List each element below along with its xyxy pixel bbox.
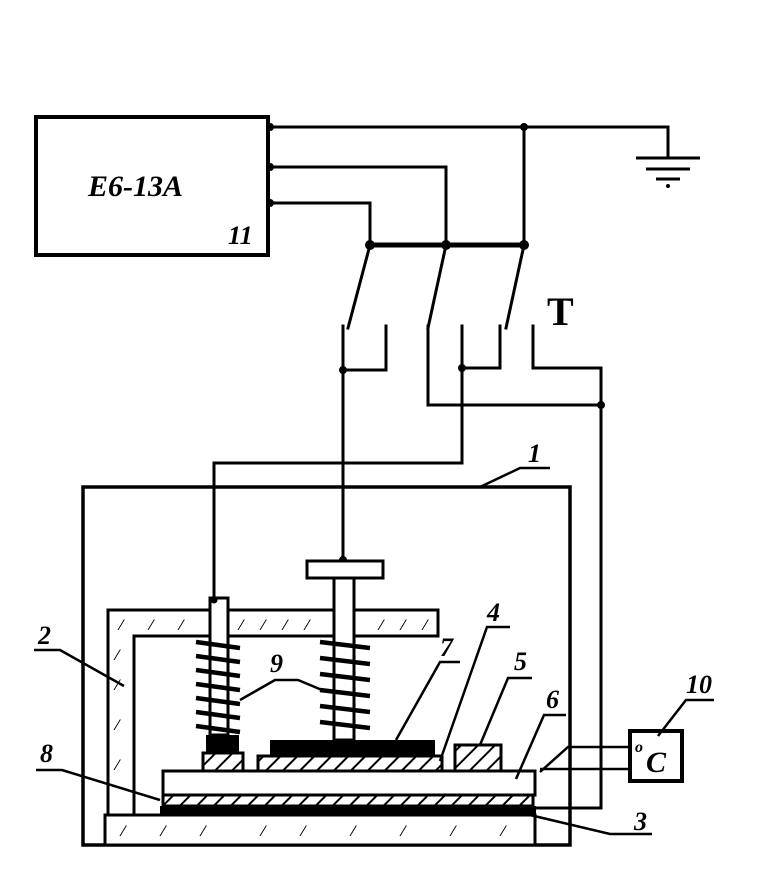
svg-text:⁄: ⁄ [499, 824, 507, 840]
callout-8: 8 [40, 739, 53, 768]
svg-text:⁄: ⁄ [113, 678, 121, 694]
measuring-device: E6-13A 11 [34, 115, 270, 257]
svg-text:⁄: ⁄ [399, 618, 407, 634]
svg-text:⁄: ⁄ [281, 618, 289, 634]
svg-text:⁄: ⁄ [237, 618, 245, 634]
svg-text:⁄: ⁄ [177, 618, 185, 634]
svg-text:⁄: ⁄ [299, 824, 307, 840]
svg-text:⁄: ⁄ [147, 618, 155, 634]
chamber-wires [212, 366, 603, 810]
left-contact-tip [206, 735, 239, 753]
thermometer: o C [539, 729, 684, 783]
device-wires [266, 123, 670, 247]
svg-text:⁄: ⁄ [259, 618, 267, 634]
callout-7: 7 [440, 633, 454, 662]
svg-text:⁄: ⁄ [421, 618, 429, 634]
central-probe [305, 559, 385, 742]
left-spring [195, 639, 241, 735]
svg-text:⁄: ⁄ [117, 618, 125, 634]
callout-2: 2 [37, 621, 51, 650]
svg-text:⁄: ⁄ [259, 824, 267, 840]
film-layer [256, 754, 444, 773]
heater-plate [161, 769, 537, 797]
svg-text:⁄: ⁄ [399, 824, 407, 840]
svg-text:⁄: ⁄ [349, 824, 357, 840]
bottom-electrode [160, 806, 536, 815]
central-spring [319, 639, 371, 731]
svg-text:⁄: ⁄ [113, 648, 121, 664]
degree-sign: o [635, 739, 643, 756]
device-number: 11 [228, 221, 253, 250]
svg-text:⁄: ⁄ [199, 824, 207, 840]
callout-9: 9 [270, 649, 283, 678]
top-electrode [270, 740, 435, 756]
callout-6: 6 [546, 685, 559, 714]
switch-assembly: T [339, 240, 605, 810]
callout-4: 4 [486, 598, 500, 627]
svg-text:⁄: ⁄ [159, 824, 167, 840]
svg-text:⁄: ⁄ [449, 824, 457, 840]
callouts: 1 2 3 4 5 6 7 8 9 10 [34, 439, 714, 836]
svg-text:⁄: ⁄ [377, 618, 385, 634]
svg-text:⁄: ⁄ [113, 718, 121, 734]
unit-label: C [646, 746, 667, 779]
svg-text:⁄: ⁄ [119, 824, 127, 840]
left-contact-block [201, 751, 245, 773]
sample-layer [161, 793, 535, 808]
callout-1: 1 [528, 439, 541, 468]
callout-3: 3 [633, 807, 647, 836]
callout-5: 5 [514, 647, 527, 676]
insulating-base: ⁄ ⁄ ⁄ ⁄ ⁄ ⁄ ⁄ ⁄ ⁄ [103, 813, 537, 847]
device-name: E6-13A [87, 170, 183, 203]
ground-icon [636, 156, 700, 188]
switch-label: T [547, 289, 574, 334]
svg-text:⁄: ⁄ [303, 618, 311, 634]
svg-text:⁄: ⁄ [113, 758, 121, 774]
hatched-block [453, 743, 503, 773]
callout-10: 10 [686, 670, 712, 699]
